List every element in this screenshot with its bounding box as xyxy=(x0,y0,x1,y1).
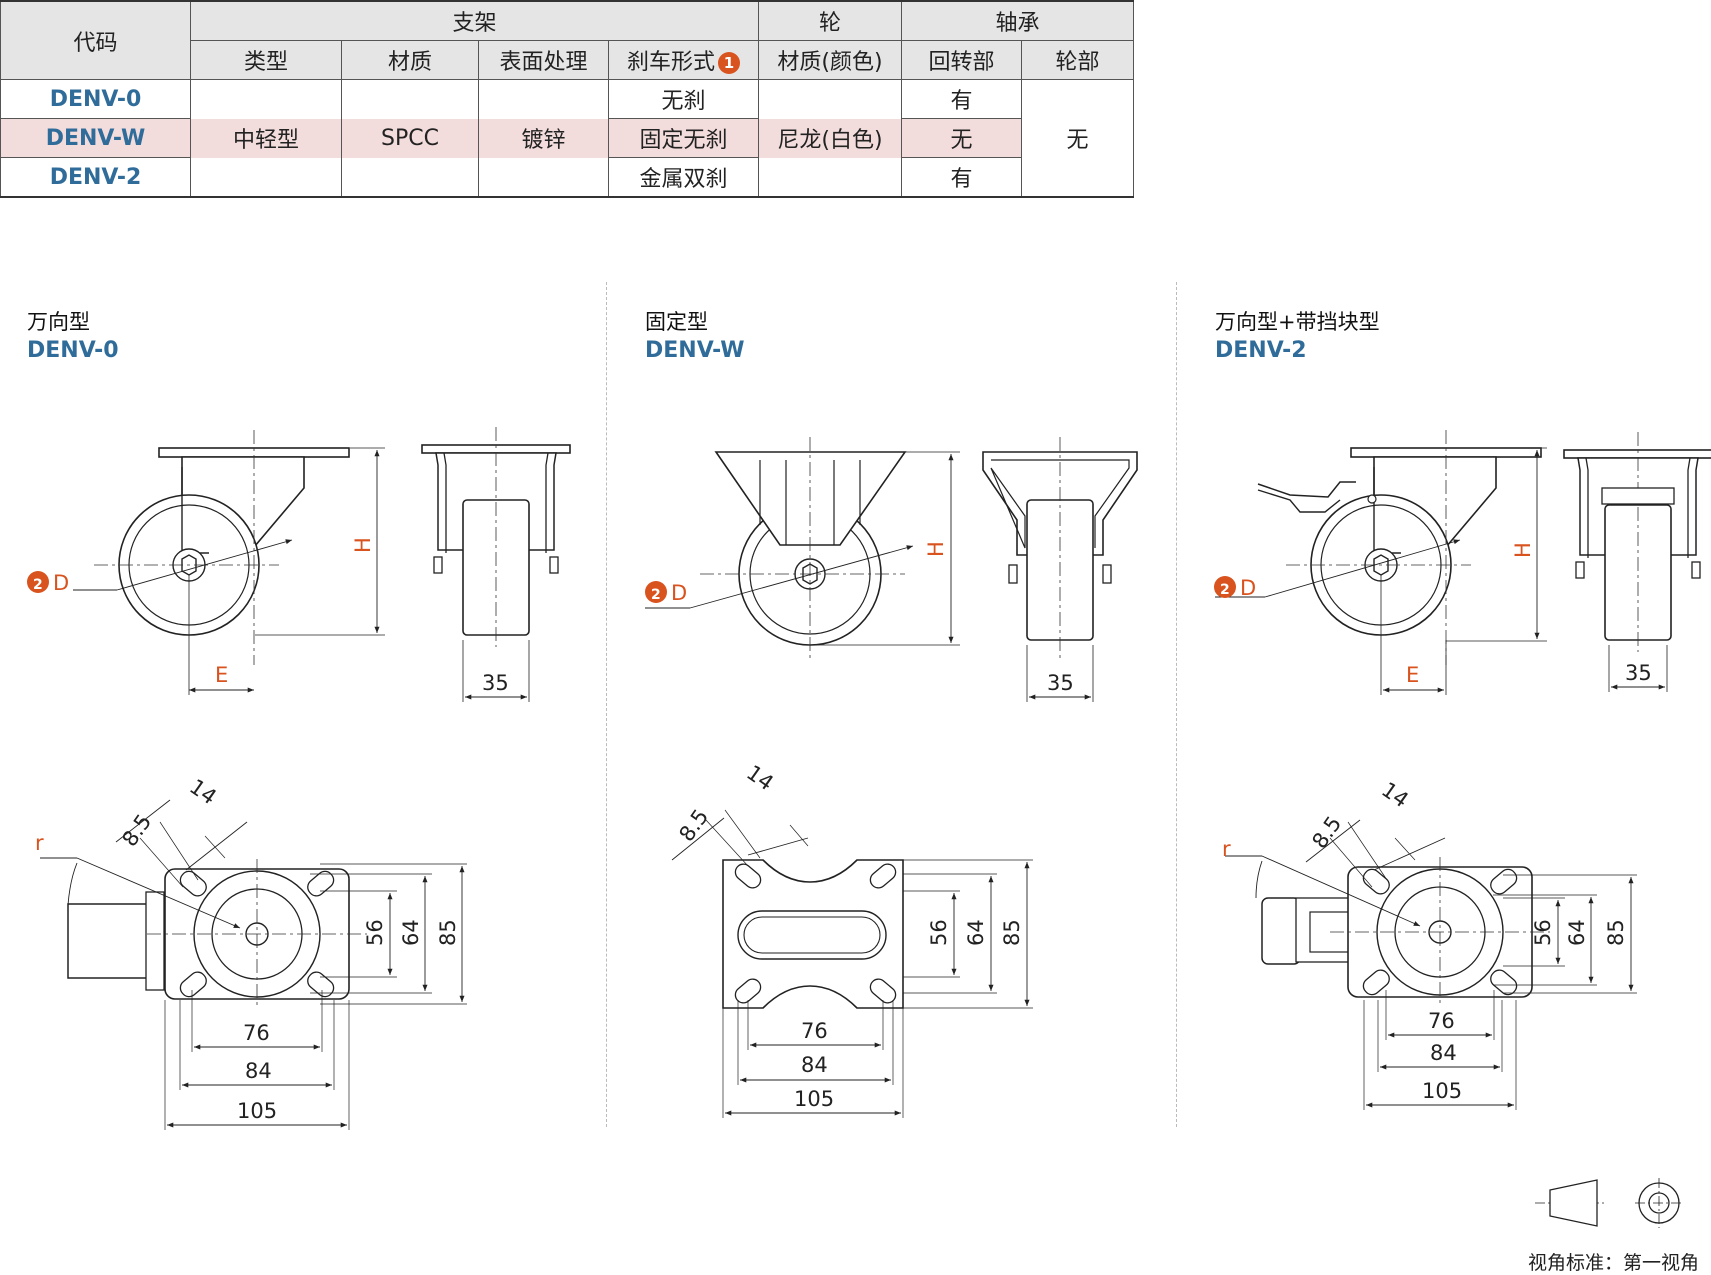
material-cell: SPCC xyxy=(341,118,479,158)
dim-width-label: 35 xyxy=(1047,671,1074,695)
dim-64-label: 64 xyxy=(1565,919,1589,946)
brake-cell: 无刹 xyxy=(607,79,760,119)
drawing-denv-0-front xyxy=(421,426,571,702)
dim-hole-label: 8.5 xyxy=(1307,812,1346,853)
note-badge-2 xyxy=(645,581,667,603)
drawing-denv-w-plan xyxy=(671,809,1033,1118)
dim-84-label: 84 xyxy=(1430,1041,1457,1065)
dim-r-label: r xyxy=(1222,837,1231,861)
section-title-1: 万向型 xyxy=(27,310,90,334)
header-code: 代码 xyxy=(0,0,191,80)
dim-h-label: H xyxy=(924,541,948,557)
header-swivel: 回转部 xyxy=(901,40,1023,80)
swivel-cell: 无 xyxy=(901,118,1023,158)
drawing-denv-0-plan xyxy=(40,799,467,1130)
table-row: DENV-W 中轻型 SPCC 镀锌 固定无刹 尼龙(白色) 无 xyxy=(0,118,1134,158)
dim-76-label: 76 xyxy=(801,1019,828,1043)
dim-e-label: E xyxy=(215,663,228,687)
type-cell: 中轻型 xyxy=(190,118,342,158)
dim-85-label: 85 xyxy=(436,919,460,946)
drawing-denv-2-plan xyxy=(1225,819,1637,1110)
header-brake-label: 刹车形式 xyxy=(627,50,716,75)
dim-64-label: 64 xyxy=(964,919,988,946)
dim-slot-label: 14 xyxy=(742,760,778,795)
dim-56-label: 56 xyxy=(363,919,387,946)
dim-h-label: H xyxy=(351,537,375,553)
code-cell: DENV-W xyxy=(0,118,191,158)
dim-width-label: 35 xyxy=(482,671,509,695)
dim-h-label: H xyxy=(1511,542,1535,558)
drawing-denv-2-side xyxy=(1215,429,1547,695)
brake-cell: 金属双刹 xyxy=(607,157,760,198)
swivel-cell: 有 xyxy=(901,79,1023,119)
section-code-1: DENV-0 xyxy=(27,338,119,363)
dim-85-label: 85 xyxy=(1604,919,1628,946)
dim-width-label: 35 xyxy=(1625,661,1652,685)
note-badge-2-text: 2 xyxy=(651,587,661,603)
table-row: DENV-0 无刹 有 无 xyxy=(0,79,1135,198)
header-material: 材质 xyxy=(341,40,479,80)
header-wheel: 轮 xyxy=(758,0,903,41)
dim-r-label: r xyxy=(35,831,44,855)
dim-56-label: 56 xyxy=(927,919,951,946)
dim-slot-label: 14 xyxy=(1377,777,1413,812)
dim-d-label: D xyxy=(671,581,687,605)
view-standard-note: 视角标准：第一视角 xyxy=(1528,1252,1700,1274)
dim-56-label: 56 xyxy=(1531,919,1555,946)
table-row: DENV-2 金属双刹 有 xyxy=(0,157,1134,198)
wheel-material-cell: 尼龙(白色) xyxy=(758,118,903,158)
section-title-2: 固定型 xyxy=(645,310,708,334)
note-badge-1: 1 xyxy=(718,52,741,74)
note-badge-2-text: 2 xyxy=(1220,582,1230,598)
dim-hole-label: 8.5 xyxy=(117,810,156,851)
wheel-part-cell: 无 xyxy=(1021,79,1135,198)
brake-cell: 固定无刹 xyxy=(607,118,760,158)
dim-105-label: 105 xyxy=(1422,1079,1462,1103)
header-type: 类型 xyxy=(190,40,342,80)
header-bearing: 轴承 xyxy=(901,0,1135,41)
dim-84-label: 84 xyxy=(245,1059,272,1083)
dim-105-label: 105 xyxy=(237,1099,277,1123)
dim-hole-label: 8.5 xyxy=(674,805,713,846)
header-surface: 表面处理 xyxy=(478,40,609,80)
first-angle-projection-icon xyxy=(1535,1178,1682,1228)
dim-105-label: 105 xyxy=(794,1087,834,1111)
note-badge-2 xyxy=(27,571,49,593)
drawing-denv-0-side xyxy=(73,429,385,695)
dim-d-label: D xyxy=(53,571,69,595)
code-cell: DENV-0 xyxy=(0,79,191,119)
note-badge-2 xyxy=(1214,576,1236,598)
section-divider xyxy=(606,282,607,1127)
swivel-cell: 有 xyxy=(901,157,1023,198)
dim-76-label: 76 xyxy=(1428,1009,1455,1033)
dim-84-label: 84 xyxy=(801,1053,828,1077)
drawing-denv-w-front xyxy=(982,437,1138,702)
section-divider xyxy=(1176,282,1177,1127)
drawing-denv-2-front xyxy=(1563,431,1711,692)
dim-d-label: D xyxy=(1240,576,1256,600)
dim-64-label: 64 xyxy=(399,919,423,946)
surface-cell: 镀锌 xyxy=(478,118,609,158)
dim-76-label: 76 xyxy=(243,1021,270,1045)
dim-slot-label: 14 xyxy=(185,774,221,809)
dim-85-label: 85 xyxy=(1000,919,1024,946)
note-badge-2-text: 2 xyxy=(33,577,43,593)
drawing-denv-w-side xyxy=(645,437,960,660)
section-code-2: DENV-W xyxy=(645,338,745,363)
dim-e-label: E xyxy=(1406,663,1419,687)
section-code-3: DENV-2 xyxy=(1215,338,1307,363)
section-title-3: 万向型+带挡块型 xyxy=(1215,310,1380,334)
header-bracket: 支架 xyxy=(189,0,760,41)
header-wheel-part: 轮部 xyxy=(1021,40,1135,80)
